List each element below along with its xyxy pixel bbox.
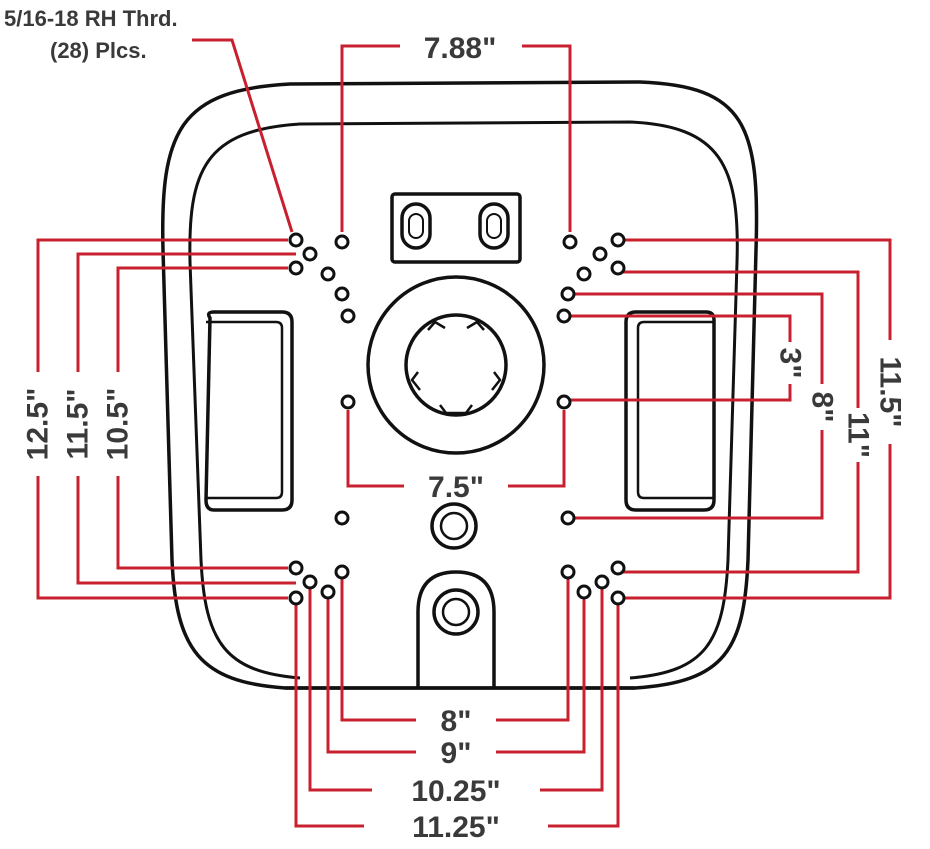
left-handle-cutout-inner bbox=[206, 320, 284, 500]
dim-top-label: 7.88" bbox=[424, 32, 497, 65]
dim-top-line-left bbox=[340, 44, 400, 232]
bolt-hole bbox=[610, 560, 626, 576]
thread-note-line2: (28) Plcs. bbox=[50, 38, 147, 63]
bolt-hole bbox=[334, 510, 350, 526]
dim-l2-line-bottom bbox=[76, 476, 296, 585]
rear-mount-hole-outer bbox=[432, 588, 480, 636]
dim-b3-label: 10.25" bbox=[411, 775, 500, 808]
dim-center-line-right bbox=[508, 410, 566, 488]
dim-b2-line-left bbox=[326, 592, 416, 754]
dim-r3-line-bottom bbox=[614, 462, 860, 574]
bolt-hole bbox=[288, 232, 304, 248]
center-hub-core bbox=[404, 313, 508, 417]
dim-l3-line-bottom bbox=[116, 476, 288, 570]
dim-b1-label: 8" bbox=[441, 705, 472, 738]
bolt-hole bbox=[592, 246, 608, 262]
dim-center-line-left bbox=[346, 410, 404, 488]
bolt-hole bbox=[576, 266, 592, 282]
dim-b2-line-right bbox=[496, 592, 586, 754]
bolt-hole bbox=[556, 394, 572, 410]
dim-b4-label: 11.25" bbox=[412, 811, 500, 844]
seat-outer-shell bbox=[160, 80, 759, 690]
center-hub-lugs bbox=[410, 320, 502, 415]
lower-boss-outer bbox=[430, 502, 478, 550]
left-handle-cutout bbox=[204, 310, 294, 512]
adjuster-slot-left-inner bbox=[408, 213, 424, 239]
bolt-hole bbox=[302, 246, 318, 262]
dim-r4-line-bottom bbox=[620, 444, 892, 600]
bolt-hole bbox=[610, 260, 626, 276]
note-leader-line bbox=[192, 38, 294, 233]
bolt-hole bbox=[320, 584, 336, 600]
labels: 5/16-18 RH Thrd. (28) Plcs. 7.88" 7.5" 8… bbox=[4, 6, 907, 844]
dim-center-label: 7.5" bbox=[428, 471, 484, 504]
dim-l2-label: 11.5" bbox=[62, 389, 95, 460]
dim-r1-line-bottom bbox=[570, 384, 792, 402]
dim-top-line-right bbox=[522, 44, 572, 232]
dim-b4-line-left bbox=[294, 598, 364, 828]
dim-r4-label: 11.5" bbox=[874, 357, 907, 428]
adjuster-slot-right-inner bbox=[486, 213, 502, 239]
bolt-hole bbox=[288, 590, 304, 606]
bolt-hole bbox=[594, 574, 610, 590]
bolt-hole bbox=[556, 308, 572, 324]
dim-r4-line-top bbox=[620, 238, 892, 340]
bolt-hole bbox=[576, 584, 592, 600]
dim-b4-line-right bbox=[548, 598, 620, 828]
dim-b2-label: 9" bbox=[441, 737, 472, 770]
bolt-hole bbox=[334, 286, 350, 302]
dim-r3-label: 11" bbox=[842, 412, 875, 458]
dim-r1-label: 3" bbox=[774, 348, 807, 379]
bolt-hole bbox=[340, 394, 356, 410]
right-handle-cutout-inner bbox=[636, 320, 714, 500]
adjuster-bracket bbox=[390, 192, 522, 264]
dim-l2-line-top bbox=[76, 252, 296, 372]
bolt-hole bbox=[560, 564, 576, 580]
bolt-hole bbox=[334, 234, 350, 250]
adjuster-slot-left bbox=[400, 202, 432, 250]
lower-boss-inner bbox=[439, 511, 469, 541]
adjuster-slot-right bbox=[478, 202, 510, 250]
bolt-hole bbox=[610, 590, 626, 606]
bolt-hole bbox=[320, 266, 336, 282]
center-hub-ring bbox=[366, 275, 546, 455]
dim-r2-label: 8" bbox=[806, 392, 839, 423]
dim-l3-label: 10.5" bbox=[102, 388, 135, 461]
bolt-hole bbox=[610, 232, 626, 248]
dimension-lines bbox=[36, 38, 892, 828]
dim-l1-line-top bbox=[36, 238, 288, 372]
bolt-hole bbox=[340, 308, 356, 324]
bolt-hole bbox=[562, 234, 578, 250]
bolt-hole bbox=[302, 574, 318, 590]
seat-inner-edge bbox=[188, 120, 739, 680]
bolt-hole bbox=[288, 560, 304, 576]
dim-b3-line-right bbox=[540, 582, 604, 792]
dim-r3-line-top bbox=[614, 270, 860, 408]
dim-r2-line-bottom bbox=[570, 430, 824, 520]
bolt-hole bbox=[560, 510, 576, 526]
bolt-hole bbox=[560, 286, 576, 302]
dim-b1-line-left bbox=[340, 572, 416, 722]
dim-l1-line-bottom bbox=[36, 476, 288, 600]
rear-mount-hole-inner bbox=[441, 597, 471, 627]
bolt-holes bbox=[288, 232, 626, 606]
dim-l1-label: 12.5" bbox=[22, 388, 55, 461]
dim-l3-line-top bbox=[116, 266, 288, 372]
bolt-hole bbox=[288, 260, 304, 276]
dim-b3-line-left bbox=[308, 582, 372, 792]
bolt-hole bbox=[334, 564, 350, 580]
thread-note-line1: 5/16-18 RH Thrd. bbox=[4, 6, 178, 31]
rear-mount bbox=[416, 570, 496, 688]
dim-b1-line-right bbox=[496, 572, 570, 722]
dim-r1-line-top bbox=[570, 314, 792, 342]
dim-r2-line-top bbox=[570, 292, 824, 384]
